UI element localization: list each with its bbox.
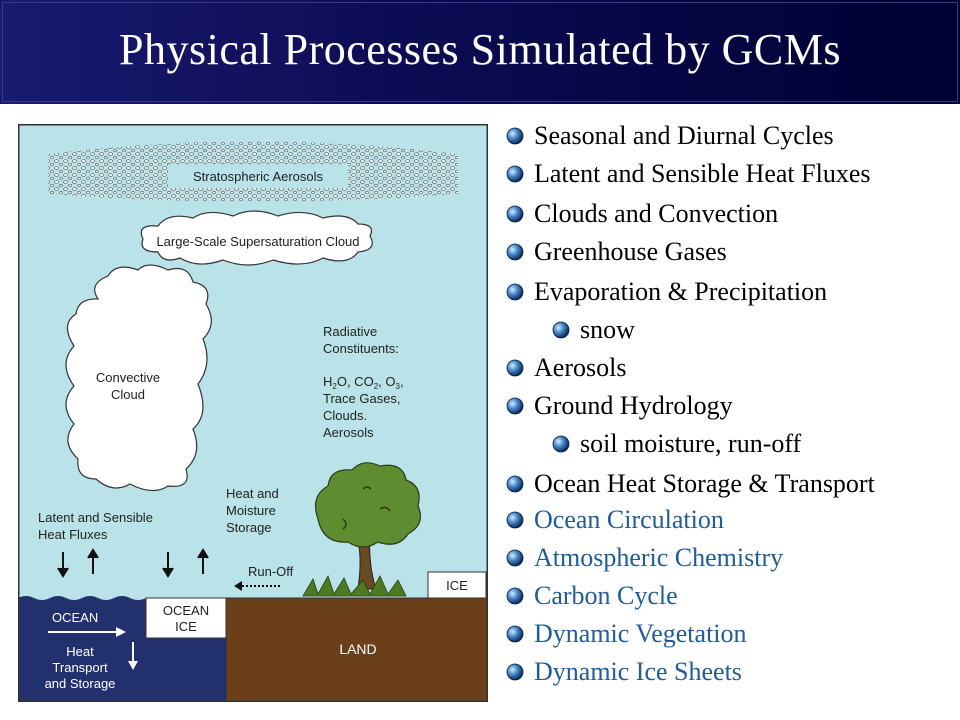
constituents-line-4: Aerosols: [323, 425, 374, 440]
bullet-icon: [506, 549, 524, 567]
convective-label-2: Cloud: [111, 387, 145, 402]
bullet-icon: [506, 359, 524, 377]
ice-box: [427, 571, 487, 599]
process-item: Carbon Cycle: [506, 578, 678, 614]
process-item: Dynamic Ice Sheets: [506, 654, 742, 690]
fluxes-label-1: Latent and Sensible: [38, 510, 153, 525]
bullet-icon: [506, 165, 524, 183]
process-item: snow: [552, 312, 635, 348]
runoff-arrow: [234, 581, 280, 591]
ice-label: ICE: [446, 578, 468, 593]
process-item: Aerosols: [506, 350, 626, 386]
process-item: Ground Hydrology: [506, 388, 733, 424]
radiative-label-2: Constituents:: [323, 341, 399, 356]
bullet-icon: [552, 321, 570, 339]
ocean-lower: [146, 638, 226, 702]
bullet-icon: [506, 511, 524, 529]
bullet-icon: [506, 663, 524, 681]
bullet-icon: [506, 283, 524, 301]
ocean-ice-box: [145, 597, 227, 639]
convective-cloud: [65, 264, 212, 492]
land: [225, 597, 488, 702]
bullet-icon: [506, 625, 524, 643]
process-item: Seasonal and Diurnal Cycles: [506, 118, 834, 154]
heat-transport-label-1: Heat: [66, 644, 94, 659]
supersaturation-cloud: [140, 210, 373, 266]
gcm-diagram: Stratospheric Aerosols Large-Scale Super…: [18, 124, 488, 702]
storage-label-3: Storage: [226, 520, 272, 535]
flux-arrows: [57, 548, 209, 578]
title-bar: Physical Processes Simulated by GCMs: [0, 0, 960, 104]
bullet-icon: [506, 397, 524, 415]
process-item: Atmospheric Chemistry: [506, 540, 783, 576]
ocean-down-arrow: [128, 642, 138, 670]
process-label: Dynamic Vegetation: [534, 619, 747, 648]
tree-icon: [315, 462, 421, 590]
constituents-line-2: Trace Gases,: [323, 391, 401, 406]
process-label: Seasonal and Diurnal Cycles: [534, 121, 834, 150]
supersaturation-label: Large-Scale Supersaturation Cloud: [156, 234, 359, 249]
process-item: Evaporation & Precipitation: [506, 274, 827, 310]
process-label: soil moisture, run-off: [580, 429, 802, 458]
storage-label-2: Moisture: [226, 503, 276, 518]
runoff-label: Run-Off: [248, 564, 294, 579]
bullet-icon: [552, 435, 570, 453]
process-item: Dynamic Vegetation: [506, 616, 747, 652]
process-label: snow: [580, 315, 635, 344]
ocean-label: OCEAN: [52, 610, 98, 625]
bullet-icon: [506, 475, 524, 493]
ocean: [18, 596, 148, 702]
process-item: Ocean Heat Storage & Transport: [506, 466, 875, 502]
grass: [302, 575, 407, 597]
diagram-border: [18, 124, 488, 702]
bullet-icon: [506, 243, 524, 261]
storage-label-1: Heat and: [226, 486, 279, 501]
aerosol-label: Stratospheric Aerosols: [193, 169, 324, 184]
title-border: [2, 2, 958, 102]
bullet-icon: [506, 127, 524, 145]
radiative-label-1: Radiative: [323, 324, 377, 339]
process-label: Ocean Circulation: [534, 505, 724, 534]
heat-transport-label-2: Transport: [52, 660, 108, 675]
bullet-icon: [506, 587, 524, 605]
process-label: Latent and Sensible Heat Fluxes: [534, 159, 871, 188]
bullet-icon: [506, 205, 524, 223]
ocean-transport-arrow: [48, 627, 126, 637]
heat-transport-label-3: and Storage: [45, 676, 116, 691]
constituents-formula: H2O, CO2, O3,: [323, 374, 404, 391]
process-label: Greenhouse Gases: [534, 237, 727, 266]
fluxes-label-2: Heat Fluxes: [38, 527, 108, 542]
gcm-diagram-svg: Stratospheric Aerosols Large-Scale Super…: [18, 124, 488, 702]
process-label: Dynamic Ice Sheets: [534, 657, 742, 686]
ocean-ice-label-2: ICE: [175, 619, 197, 634]
constituents-line-3: Clouds.: [323, 408, 367, 423]
convective-label-1: Convective: [96, 370, 160, 385]
land-label: LAND: [339, 641, 376, 657]
aerosol-label-bg: [168, 164, 348, 188]
slide-title: Physical Processes Simulated by GCMs: [119, 25, 841, 74]
ocean-ice-label-1: OCEAN: [163, 603, 209, 618]
process-item: Ocean Circulation: [506, 502, 724, 538]
process-label: Clouds and Convection: [534, 199, 779, 228]
process-item: Greenhouse Gases: [506, 234, 727, 270]
process-label: Evaporation & Precipitation: [534, 277, 828, 306]
process-label: Carbon Cycle: [534, 581, 678, 610]
process-label: Aerosols: [534, 353, 627, 382]
process-item: Latent and Sensible Heat Fluxes: [506, 156, 870, 192]
process-label: Ground Hydrology: [534, 391, 733, 420]
process-label: Ocean Heat Storage & Transport: [534, 469, 875, 498]
process-item: Clouds and Convection: [506, 196, 778, 232]
process-item: soil moisture, run-off: [552, 426, 801, 462]
process-label: Atmospheric Chemistry: [534, 543, 784, 572]
